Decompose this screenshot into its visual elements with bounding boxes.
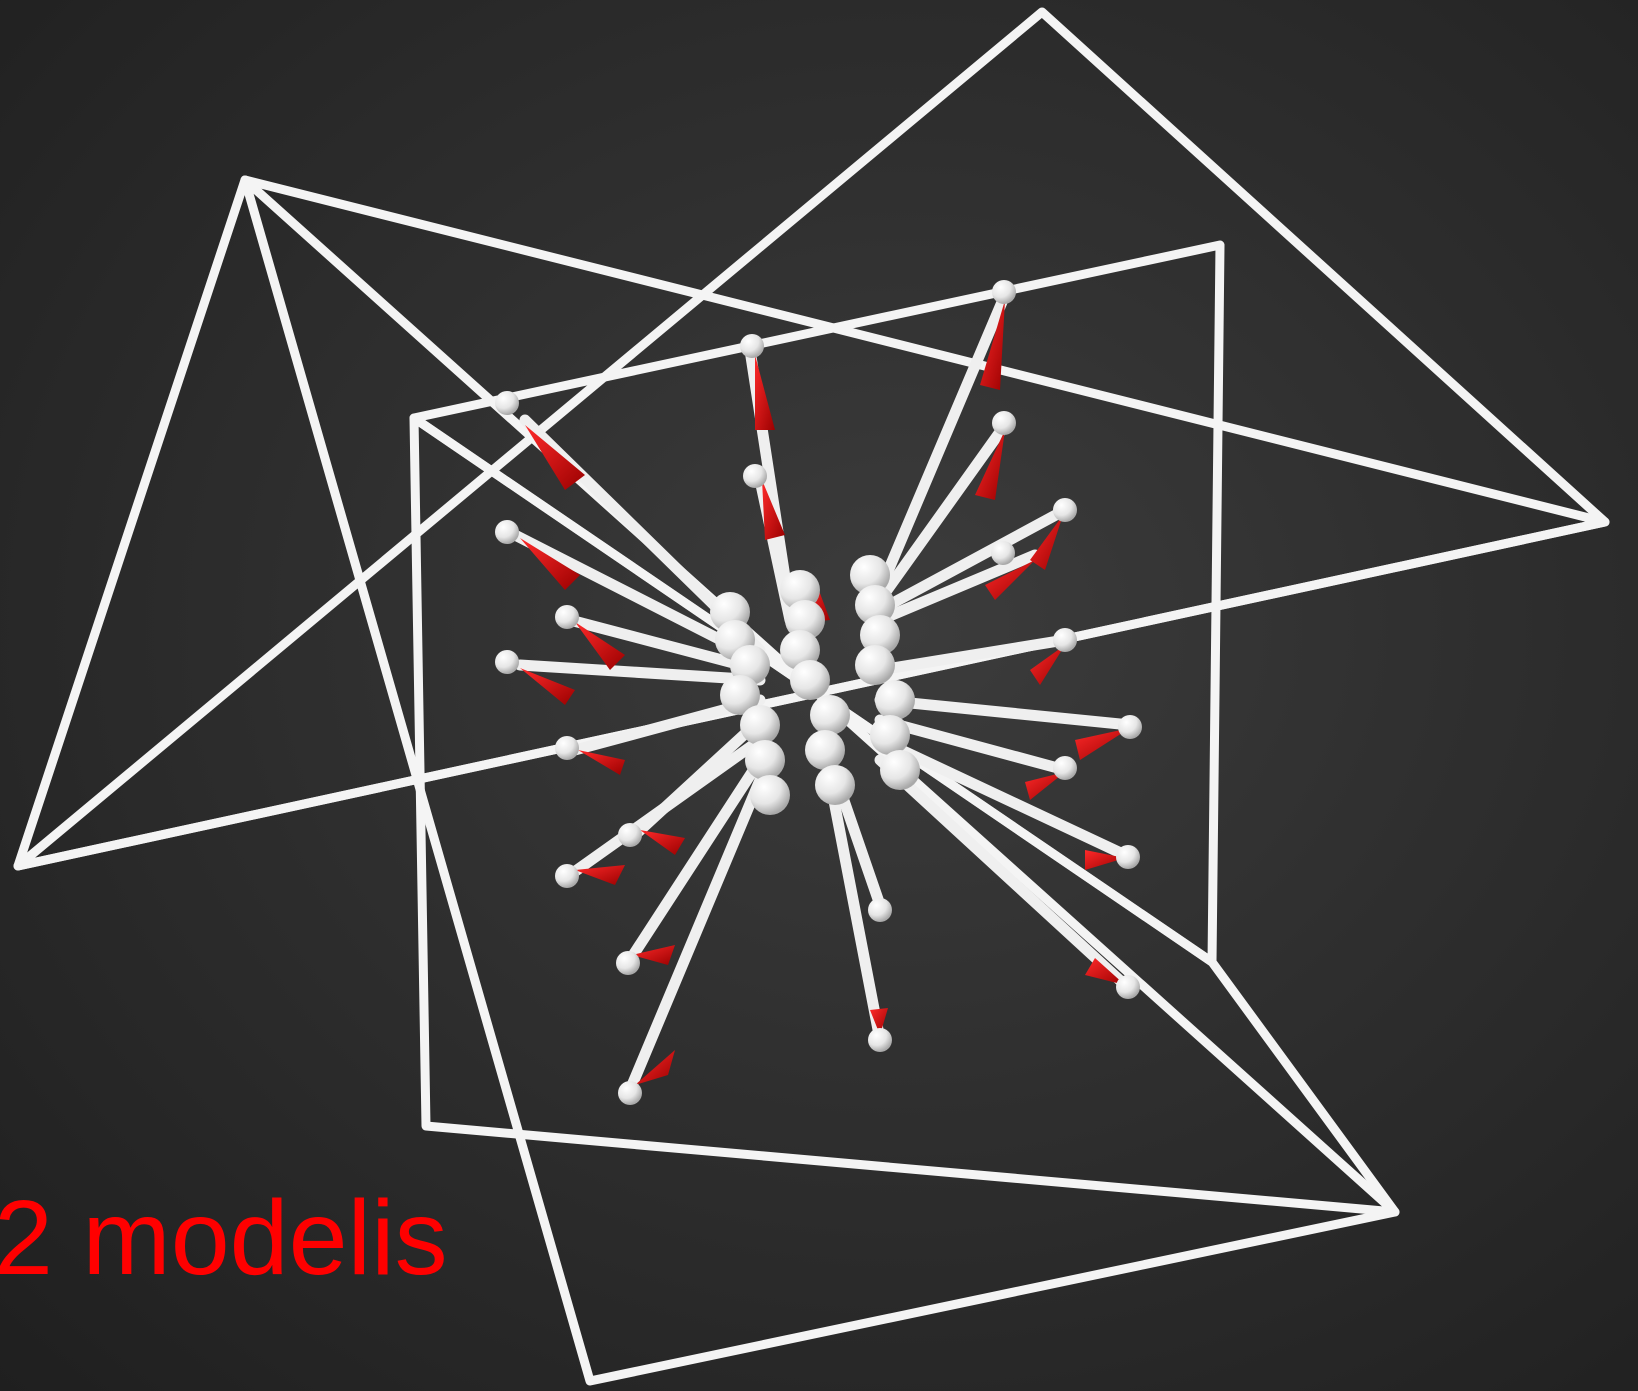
arrow-cone (755, 355, 775, 430)
arrow-cone (520, 668, 575, 705)
arrow-cone (578, 750, 625, 775)
model-caption: 2 modelis (0, 1185, 448, 1291)
arrow-cone (525, 425, 585, 490)
core-spheres (710, 555, 920, 815)
arrow-cone (1030, 645, 1065, 685)
arrow-cone (640, 830, 685, 855)
